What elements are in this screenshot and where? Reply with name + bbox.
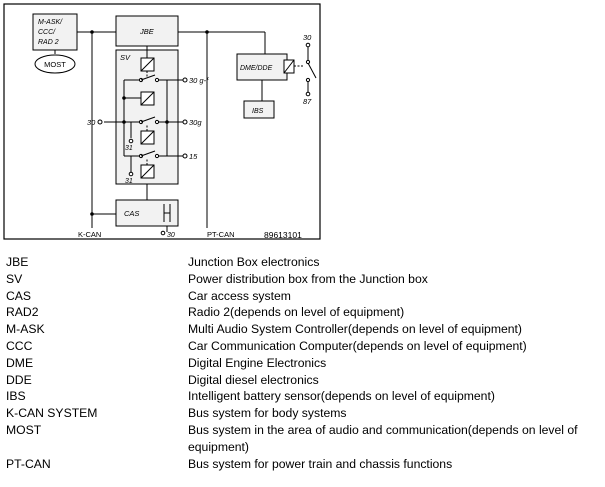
main-relay-coil-mark [283, 59, 295, 74]
sw2-blade [140, 116, 156, 123]
t30-top-label: 30 [303, 33, 312, 42]
t87-label: 87 [303, 97, 312, 106]
legend-abbreviation: DDE [6, 372, 32, 387]
legend-row: DME Digital Engine Electronics [0, 355, 605, 372]
most-label: MOST [44, 60, 66, 69]
legend-abbreviation: DME [6, 355, 34, 370]
legend-row: RAD2 Radio 2(depends on level of equipmen… [0, 304, 605, 321]
legend-row: CAS Car access system [0, 288, 605, 305]
wiring-diagram-svg: M-ASK/ CCC/ RAD 2 MOST K-CAN JBE SV 30 g… [3, 3, 321, 240]
kcan-node-bottom [90, 212, 94, 216]
t31b-terminal [128, 171, 134, 177]
legend-row: CCC Car Communication Computer(depends on… [0, 338, 605, 355]
kcan-label: K-CAN [78, 230, 101, 239]
t31a-label: 31 [125, 145, 133, 152]
t15-label: 15 [189, 152, 198, 161]
legend-row: SV Power distribution box from the Juncti… [0, 271, 605, 288]
legend-abbreviation: K-CAN SYSTEM [6, 406, 98, 421]
mask-label-3: RAD 2 [38, 39, 59, 46]
legend-row: DDE Digital diesel electronics [0, 372, 605, 389]
mask-ccc-rad2-box [32, 13, 78, 51]
sw3-blade [140, 150, 156, 157]
legend-row: M-ASK Multi Audio System Controller(depen… [0, 321, 605, 338]
legend-row: MOST Bus system in the area of audio and … [0, 422, 605, 456]
legend-row: IBS Intelligent battery sensor(depends on… [0, 388, 605, 405]
legend-abbreviation: RAD2 [6, 305, 39, 320]
t87-terminal [305, 91, 311, 97]
legend-description: Car Communication Computer(depends on le… [188, 338, 527, 353]
t30gf-label: 30 g-f [189, 76, 209, 85]
legend-abbreviation: PT-CAN [6, 456, 51, 471]
coil2-node [122, 96, 126, 100]
legend-description: Bus system for power train and chassis f… [188, 456, 453, 471]
mask-label-1: M-ASK/ [38, 19, 63, 26]
ibs-label: IBS [252, 108, 264, 115]
legend-abbreviation: SV [6, 271, 23, 286]
cas-label: CAS [124, 209, 139, 218]
t31a-terminal [128, 138, 134, 144]
t30g-label: 30g [189, 118, 202, 127]
legend-row: JBE Junction Box electronics [0, 254, 605, 271]
jbe-label: JBE [139, 27, 155, 36]
legend-abbreviation: CAS [6, 288, 32, 303]
t31b-label: 31 [125, 178, 133, 185]
t15-terminal [182, 153, 188, 159]
legend-row: K-CAN SYSTEM Bus system for body systems [0, 405, 605, 422]
mask-label-2: CCC/ [38, 29, 56, 36]
ptcan-node [205, 30, 209, 34]
legend-description: Car access system [188, 288, 291, 303]
t30-left-terminal [97, 119, 103, 125]
kcan-node-top [90, 30, 94, 34]
t30-cas-label: 30 [167, 232, 175, 239]
dme-dde-label: DME/DDE [240, 65, 273, 72]
t30-left-label: 30 [87, 118, 96, 127]
most-bus-ellipse [34, 54, 76, 74]
legend-row: PT-CAN Bus system for power train and cha… [0, 456, 605, 473]
legend-description: Digital diesel electronics [188, 372, 319, 387]
main-relay-contact-b [305, 77, 311, 83]
figure-id: 89613101 [264, 230, 302, 240]
t30-cas-terminal [160, 230, 166, 236]
legend-description: Bus system in the area of audio and comm… [188, 422, 578, 454]
relay-coil-3-mark [140, 130, 155, 145]
ibs-box [243, 100, 275, 119]
legend-abbreviation: M-ASK [6, 322, 45, 337]
legend-description: Multi Audio System Controller(depends on… [188, 322, 522, 337]
jbe-box [115, 15, 179, 47]
wiring-diagram: M-ASK/ CCC/ RAD 2 MOST K-CAN JBE SV 30 g… [0, 0, 326, 245]
t30g-terminal [182, 119, 188, 125]
t30-top-terminal [305, 42, 311, 48]
sw1-blade [140, 74, 156, 81]
legend-description: Junction Box electronics [188, 255, 320, 269]
legend-description: Power distribution box from the Junction… [188, 271, 428, 286]
sv-label: SV [120, 53, 131, 62]
relay-coil-4-mark [140, 164, 155, 179]
dme-dde-box [236, 53, 288, 81]
legend-description: Intelligent battery sensor(depends on le… [188, 389, 495, 404]
legend-abbreviation: CCC [6, 338, 33, 353]
sv-output-node [165, 120, 169, 124]
relay-coil-1-mark [140, 57, 155, 72]
main-relay-blade [307, 62, 317, 79]
legend-abbreviation: MOST [6, 422, 42, 437]
legend-description: Digital Engine Electronics [188, 355, 327, 370]
legend-abbreviation: JBE [6, 255, 29, 269]
ptcan-label: PT-CAN [207, 230, 235, 239]
legend-description: Bus system for body systems [188, 406, 347, 421]
legend-abbreviation: IBS [6, 389, 26, 404]
legend-description: Radio 2(depends on level of equipment) [188, 305, 405, 320]
t30gf-terminal [182, 77, 188, 83]
sv-box [115, 49, 179, 185]
relay-coil-2-mark [140, 91, 155, 106]
